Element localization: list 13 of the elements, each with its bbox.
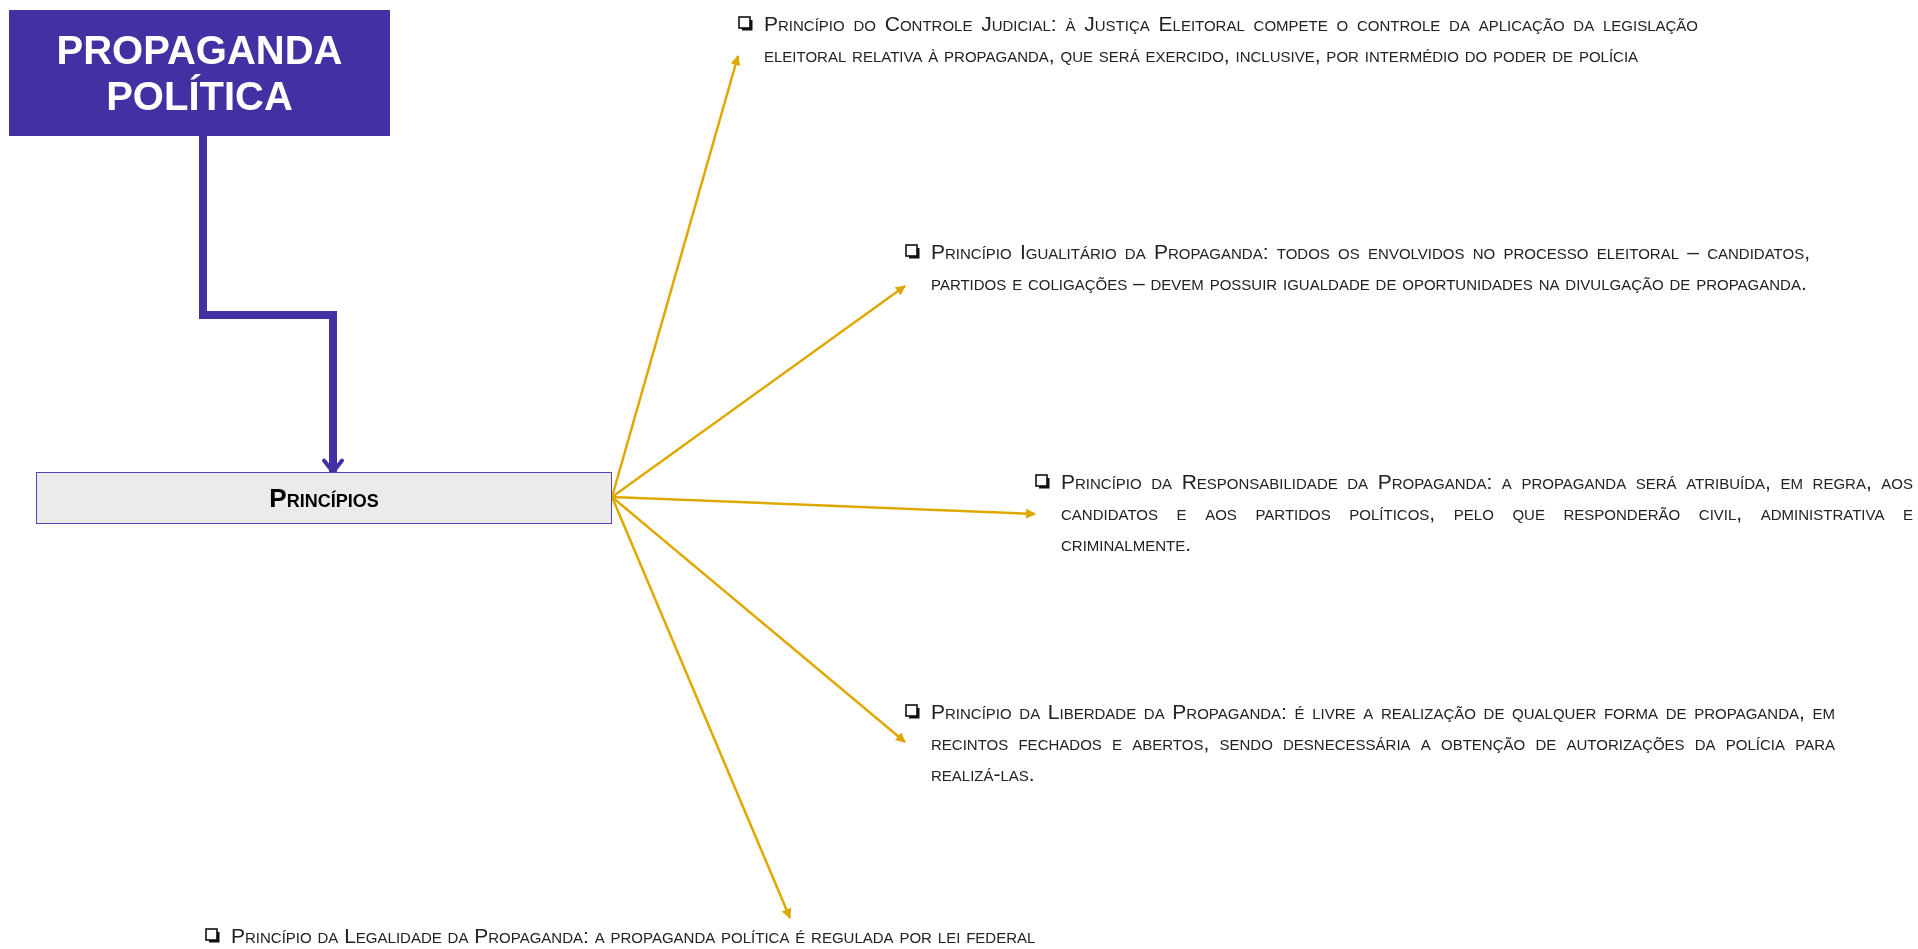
principle-text: Princípio da Liberdade da Propaganda: é livre a realização de qualquer forma de propaganda, em recintos fechados e abertos, sendo desnecessária a obtenção de autorizações da polícia para realizá-las. — [931, 699, 1835, 787]
arrow — [610, 55, 741, 498]
arrow — [611, 495, 1036, 519]
process-box: Princípios — [36, 472, 612, 524]
principle-text: Princípio Igualitário da Propaganda: todos os envolvidos no processo eleitoral – candidatos, partidos e coligações – devem possuir igualdade de oportunidades na divulgação de propaganda. — [931, 239, 1810, 296]
title-box: PROPAGANDA POLÍTICA — [9, 10, 390, 136]
arrow — [610, 496, 792, 919]
arrow — [611, 285, 906, 498]
arrow — [611, 496, 906, 743]
principle-text: Princípio da Legalidade da Propaganda: a propaganda política é regulada por lei federal — [231, 923, 1036, 949]
principle-text: Princípio do Controle Judicial: à Justiça Eleitoral compete o controle da aplicação da legislação eleitoral relativa à propaganda, que será exercido, inclusive, por intermédio do poder de polícia — [764, 11, 1698, 68]
arrow — [199, 136, 344, 474]
principle-text: Princípio da Responsabilidade da Propaganda: a propaganda será atribuída, em regra, aos candidatos e aos partidos políticos, pelo que responderão civil, administrativa e criminalmente. — [1061, 469, 1913, 557]
